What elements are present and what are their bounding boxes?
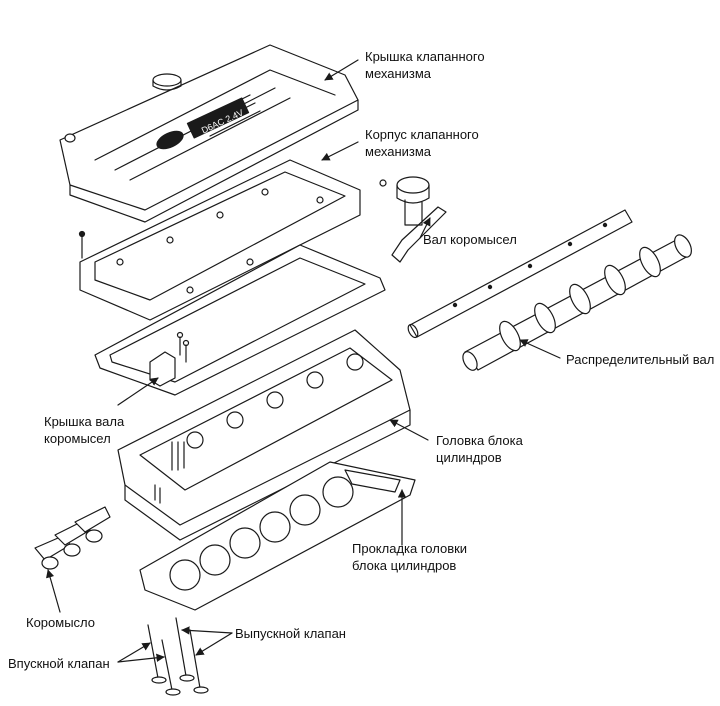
valves-part (147, 617, 209, 696)
label-rocker-shaft-cap-line2: коромысел (44, 431, 111, 446)
label-head-gasket: Прокладка головки блока цилиндров (352, 540, 467, 574)
valve-body-part (78, 159, 361, 321)
label-head-gasket-line1: Прокладка головки (352, 541, 468, 556)
label-cylinder-head: Головка блока цилиндров (436, 432, 523, 466)
label-valve-cover-line2: механизма (365, 66, 432, 81)
label-cylinder-head-line1: Головка блока (436, 433, 523, 448)
label-rocker-shaft-cap-line1: Крышка вала (44, 414, 125, 429)
label-rocker-shaft-cap: Крышка вала коромысел (44, 413, 124, 447)
rocker-shaft-cap-part (149, 331, 190, 387)
label-exhaust-valve: Выпускной клапан (235, 626, 346, 641)
label-rocker-shaft: Вал коромысел (423, 232, 517, 247)
label-cylinder-head-line2: цилиндров (436, 450, 502, 465)
camshaft-part (462, 234, 692, 371)
label-camshaft: Распределительный вал (566, 352, 715, 367)
label-valve-cover-line1: Крышка клапанного (365, 49, 485, 64)
rocker-arms-part (34, 506, 111, 570)
label-head-gasket-line2: блока цилиндров (352, 558, 457, 573)
label-rocker-arm: Коромысло (26, 615, 96, 630)
label-intake-valve: Впускной клапан (8, 656, 110, 671)
valve-cover-part: D6AC 2.4V (59, 44, 359, 223)
label-valve-body-line2: механизма (365, 144, 432, 159)
leader-lines (46, 59, 561, 663)
label-valve-body: Корпус клапанного механизма (365, 126, 479, 160)
breather-valve-part (379, 176, 447, 263)
rocker-shaft-part (407, 209, 633, 339)
label-valve-body-line1: Корпус клапанного (365, 127, 479, 142)
label-valve-cover: Крышка клапанного механизма (365, 48, 485, 82)
oil-filler-cap (152, 73, 182, 91)
head-gasket-part (139, 461, 416, 611)
cylinder-head-part (117, 329, 411, 541)
